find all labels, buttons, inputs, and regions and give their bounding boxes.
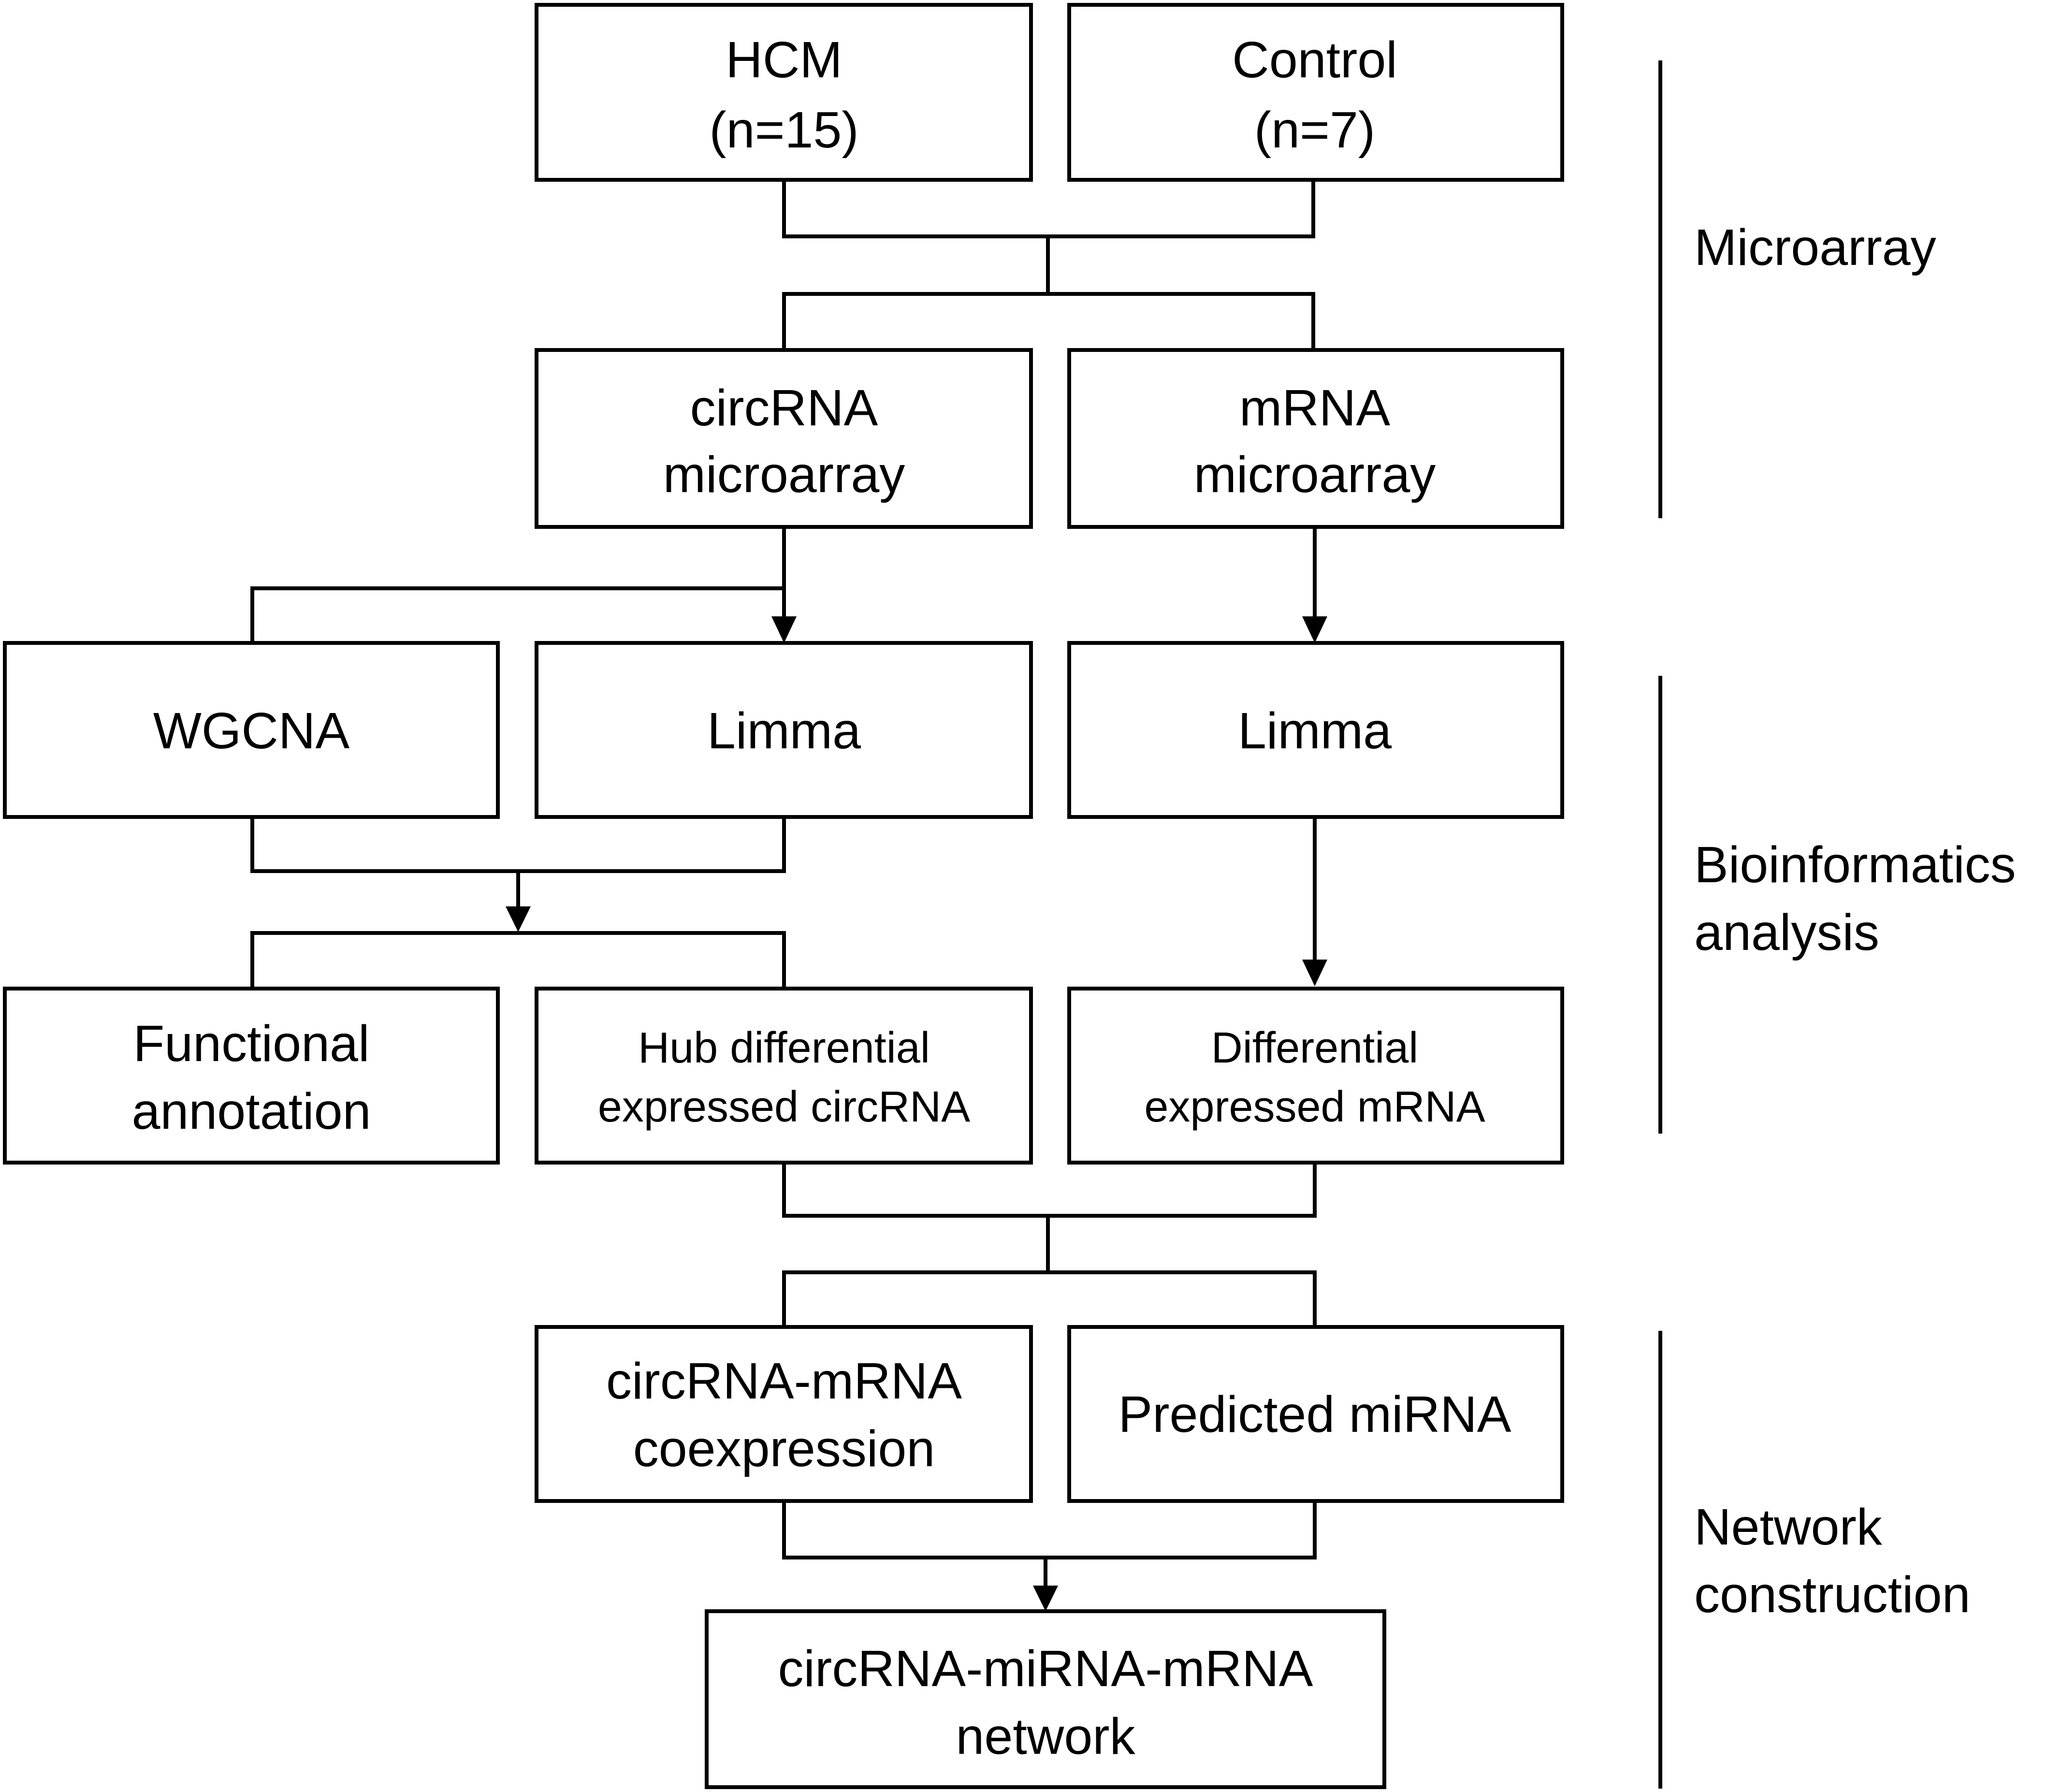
box-hcm-line-1: HCM [726, 31, 842, 88]
box-circrna-microarray: circRNA microarray [535, 348, 1033, 529]
arrow-head-to-network [1033, 1586, 1058, 1611]
box-control-line-2: (n=7) [1254, 102, 1375, 159]
box-hcm: HCM (n=15) [535, 3, 1033, 182]
section-network-label-line-2: construction [1694, 1566, 1971, 1623]
box-circrna-microarray-line-1: circRNA [690, 379, 878, 437]
box-hcm-line-2: (n=15) [709, 102, 858, 159]
box-limma-circrna-label: Limma [707, 702, 861, 759]
box-circrna-mrna-coexpression: circRNA-mRNA coexpression [535, 1325, 1033, 1503]
box-hub-circrna-line-1: Hub differential [638, 1024, 930, 1072]
section-network-label-line-1: Network [1694, 1499, 1883, 1556]
box-functional-annotation-line-2: annotation [131, 1083, 371, 1140]
box-circrna-mirna-mrna-network: circRNA-miRNA-mRNA network [705, 1609, 1386, 1789]
box-limma-circrna: Limma [535, 641, 1033, 819]
box-predicted-mirna-label: Predicted miRNA [1118, 1386, 1511, 1443]
box-de-mrna-line-1: Differential [1211, 1024, 1419, 1072]
connector-circ-to-wgcna [250, 586, 786, 645]
box-circrna-microarray-line-2: microarray [663, 446, 905, 503]
box-coexpression-line-1: circRNA-mRNA [606, 1353, 962, 1410]
connector-split-annotation-hub [250, 931, 786, 991]
box-hub-circrna-line-2: expressed circRNA [598, 1083, 970, 1131]
box-network-line-1: circRNA-miRNA-mRNA [778, 1640, 1313, 1697]
arrow-head-to-limma-mrna [1302, 616, 1327, 643]
connector-hub-demrna-merge [782, 1161, 1317, 1218]
section-network: Network construction [1658, 1331, 1971, 1789]
connector-split-network-inputs [782, 1270, 1317, 1329]
box-network-line-2: network [956, 1708, 1135, 1765]
box-functional-annotation-line-1: Functional [133, 1015, 369, 1072]
box-limma-mrna-label: Limma [1238, 702, 1392, 759]
section-bioinformatics-label-line-2: analysis [1694, 904, 1879, 961]
box-functional-annotation: Functional annotation [3, 987, 500, 1165]
box-mrna-microarray-line-1: mRNA [1239, 379, 1390, 437]
section-bioinformatics-label-line-1: Bioinformatics [1694, 836, 2016, 893]
box-predicted-mirna: Predicted miRNA [1067, 1325, 1564, 1503]
box-wgcna: WGCNA [3, 641, 500, 819]
section-microarray-label: Microarray [1694, 219, 1936, 276]
connector-wgcna-limma-merge [250, 815, 786, 873]
connector-samples-to-microarrays [782, 178, 1315, 238]
box-de-mrna-line-2: expressed mRNA [1144, 1083, 1485, 1131]
arrow-head-to-de-mrna [1302, 960, 1327, 986]
connector-split-microarrays [782, 292, 1315, 352]
connectors [250, 178, 1327, 1611]
section-microarray: Microarray [1658, 60, 1936, 518]
box-coexpression-line-2: coexpression [633, 1420, 935, 1477]
arrow-head-merge [506, 906, 531, 932]
box-wgcna-label: WGCNA [153, 702, 350, 759]
box-control-line-1: Control [1232, 31, 1397, 88]
box-mrna-microarray: mRNA microarray [1067, 348, 1564, 529]
box-hub-differential-circrna: Hub differential expressed circRNA [535, 987, 1033, 1165]
box-control: Control (n=7) [1067, 3, 1564, 182]
arrow-head-to-limma-circ [771, 616, 797, 643]
section-bioinformatics: Bioinformatics analysis [1658, 676, 2016, 1134]
box-mrna-microarray-line-2: microarray [1194, 446, 1436, 503]
connector-to-network [782, 1499, 1317, 1559]
box-differential-mrna: Differential expressed mRNA [1067, 987, 1564, 1165]
box-limma-mrna: Limma [1067, 641, 1564, 819]
